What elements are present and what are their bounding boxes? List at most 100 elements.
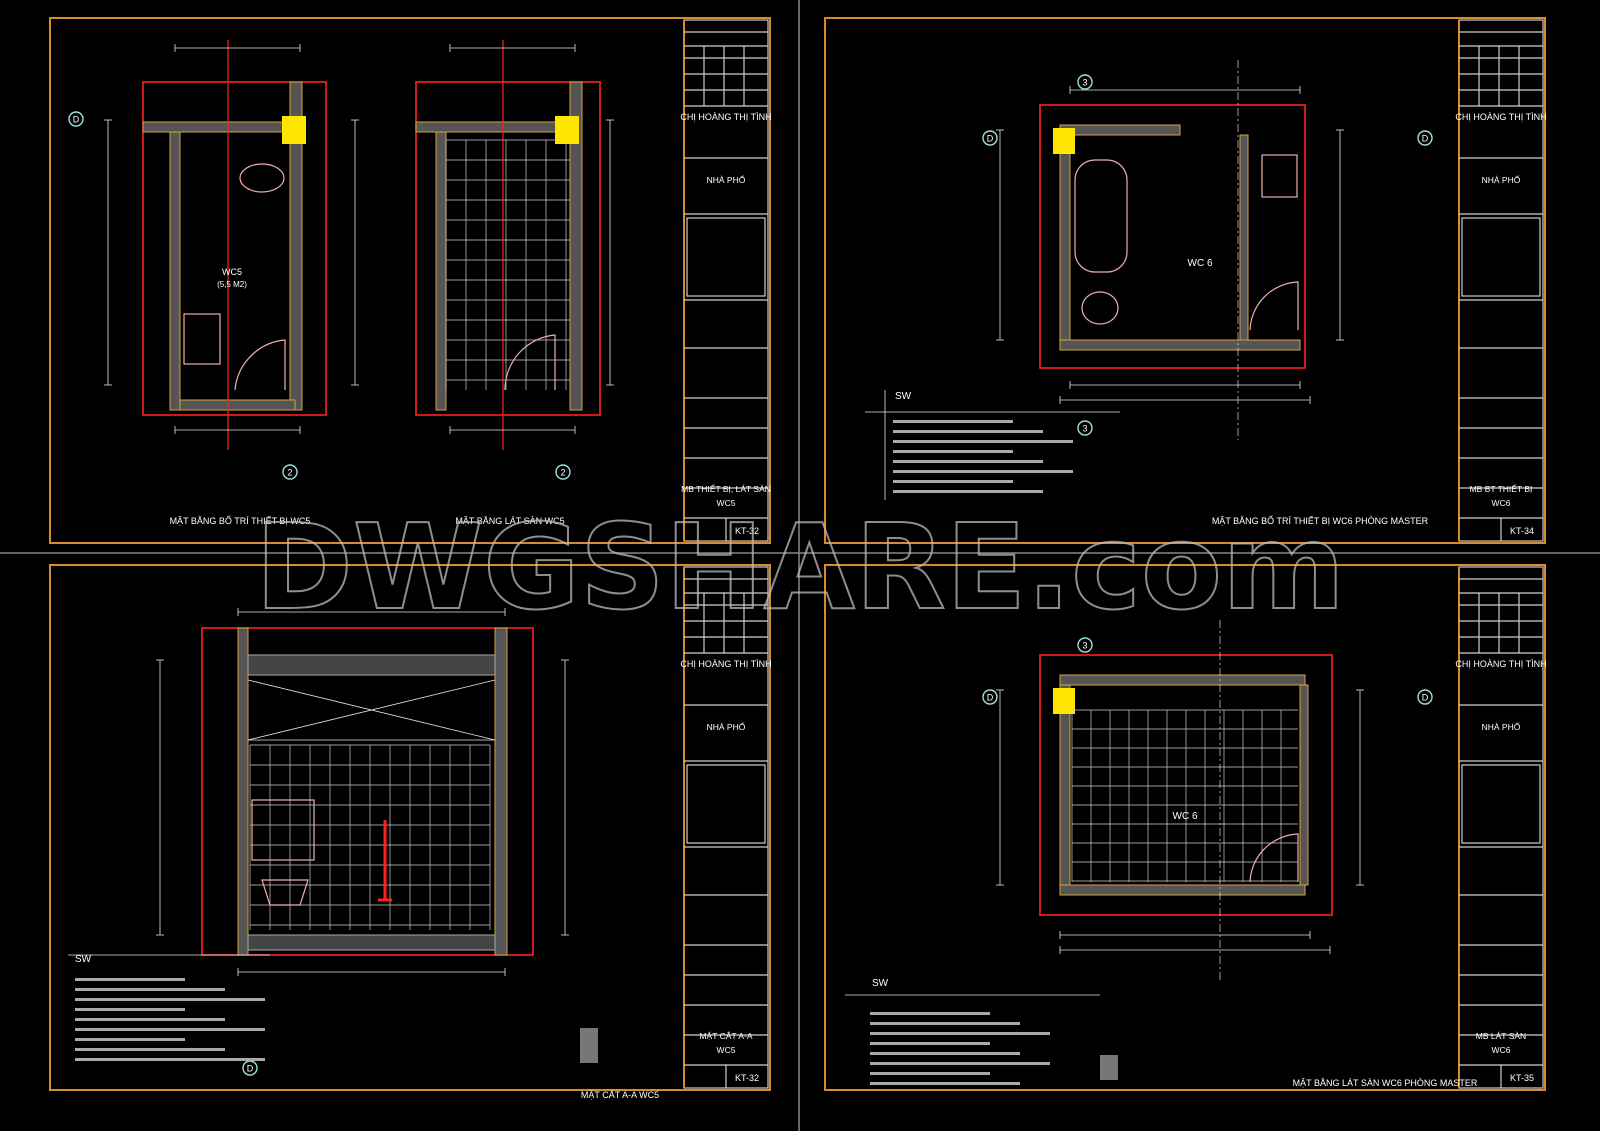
wall (169, 129, 181, 411)
wall (1059, 124, 1181, 136)
door-swing (234, 339, 286, 391)
sheet-1 (49, 17, 771, 544)
note-line (75, 988, 225, 991)
title-block (1458, 19, 1544, 542)
plan-outline (1039, 654, 1333, 916)
sheet-3 (49, 564, 771, 1091)
client-name: CHỊ HOÀNG THỊ TÌNH (1455, 659, 1546, 669)
client-name: CHỊ HOÀNG THỊ TÌNH (680, 112, 771, 122)
logo-box (686, 217, 766, 297)
sheet-title: MB THIẾT BỊ, LÁT SÀN (681, 484, 771, 494)
mirror (251, 799, 315, 861)
wall (1299, 684, 1309, 886)
sheet-frame (49, 564, 771, 1091)
grid-bubble-label: 3 (1082, 641, 1087, 651)
slab (247, 934, 496, 951)
grid-bubble (282, 464, 298, 480)
project-name: NHÀ PHỐ (707, 721, 746, 732)
wall (494, 627, 508, 956)
sheet-title-2: WC6 (1492, 498, 1511, 508)
shaft-highlight (1053, 128, 1075, 154)
wall (1059, 674, 1306, 686)
ceiling-cross (247, 679, 496, 741)
note-line (75, 1038, 185, 1041)
grid-bubble-label: 3 (1082, 424, 1087, 434)
plan-outline (415, 81, 601, 416)
wall (1059, 339, 1301, 351)
sheet-title: MB LÁT SÀN (1476, 1031, 1526, 1041)
client-name: CHỊ HOÀNG THỊ TÌNH (1455, 112, 1546, 122)
door-swing (1249, 281, 1299, 331)
legend-swatch (580, 1028, 598, 1063)
logo-box (686, 764, 766, 844)
bathtub (1074, 159, 1128, 273)
note-line (893, 420, 1013, 423)
project-name: NHÀ PHỐ (1482, 174, 1521, 185)
sheet-number: KT-35 (1510, 1073, 1534, 1083)
sheet-frame (49, 17, 771, 544)
note-line (893, 450, 1013, 453)
basin (261, 879, 309, 906)
sheet-title-2: WC6 (1492, 1045, 1511, 1055)
sheet-3-labels: MẶT CẮT A-A WC5 SW (75, 954, 659, 1100)
logo-box (1461, 217, 1541, 297)
grid-bubble (68, 111, 84, 127)
sheet-4-labels: MẶT BẰNG LÁT SÀN WC6 PHÒNG MASTER WC 6 S… (872, 811, 1478, 1088)
grid-bubble (1417, 130, 1433, 146)
grid-bubble (555, 464, 571, 480)
grid-bubble-label: 2 (560, 468, 565, 478)
grid-bubble (1077, 74, 1093, 90)
shaft-highlight (555, 116, 579, 144)
wall (415, 121, 577, 133)
grid-bubble-label: 3 (1082, 78, 1087, 88)
sheet-title-2: WC5 (717, 1045, 736, 1055)
wall (1059, 884, 1306, 896)
drawing-title: MẶT BẰNG BỐ TRÍ THIẾT BỊ WC5 (170, 515, 311, 526)
note-line (870, 1072, 990, 1075)
title-block (683, 566, 769, 1089)
grid-bubble-label: D (987, 134, 994, 144)
notes-label: SW (895, 391, 912, 402)
note-line (870, 1052, 1020, 1055)
sheet-number: KT-32 (735, 526, 759, 536)
sink (183, 313, 221, 365)
drawing-title: MẶT BẰNG LÁT SÀN WC5 (455, 516, 564, 526)
logo-box (1461, 764, 1541, 844)
note-line (870, 1012, 990, 1015)
grid-bubble (1417, 689, 1433, 705)
wall (289, 81, 303, 411)
note-line (870, 1062, 1050, 1065)
room-area: (5,5 M2) (217, 280, 247, 289)
drawing-title: MẶT BẰNG BỐ TRÍ THIẾT BỊ WC6 PHÒNG MASTE… (1212, 515, 1429, 526)
wall (1059, 124, 1071, 351)
note-line (893, 430, 1043, 433)
shaft-highlight (1053, 688, 1075, 714)
grid-bubble-label: D (73, 115, 80, 125)
note-line (893, 440, 1073, 443)
room-label: WC 6 (1188, 258, 1213, 269)
toilet (1081, 291, 1119, 325)
note-line (75, 1018, 225, 1021)
wall (237, 627, 249, 956)
note-line (893, 490, 1043, 493)
note-line (75, 1008, 185, 1011)
section-outline (201, 627, 534, 956)
legend-swatch (1100, 1055, 1118, 1080)
grid-bubble-label: D (247, 1064, 254, 1074)
sink (1261, 154, 1298, 198)
note-line (870, 1042, 990, 1045)
door-swing (504, 334, 556, 391)
note-line (870, 1082, 1020, 1085)
sheet-1-labels: MẶT BẰNG BỐ TRÍ THIẾT BỊ WC5 MẶT BẰNG LÁ… (170, 267, 565, 526)
grid-bubble (1077, 420, 1093, 436)
note-line (870, 1032, 1050, 1035)
title-block (1458, 566, 1544, 1089)
wall (179, 399, 296, 411)
sheet-2 (824, 17, 1546, 544)
sheet-4 (824, 564, 1546, 1091)
sheet-frame (824, 17, 1546, 544)
door-swing (1249, 833, 1299, 883)
grid-bubble-label: D (1422, 134, 1429, 144)
